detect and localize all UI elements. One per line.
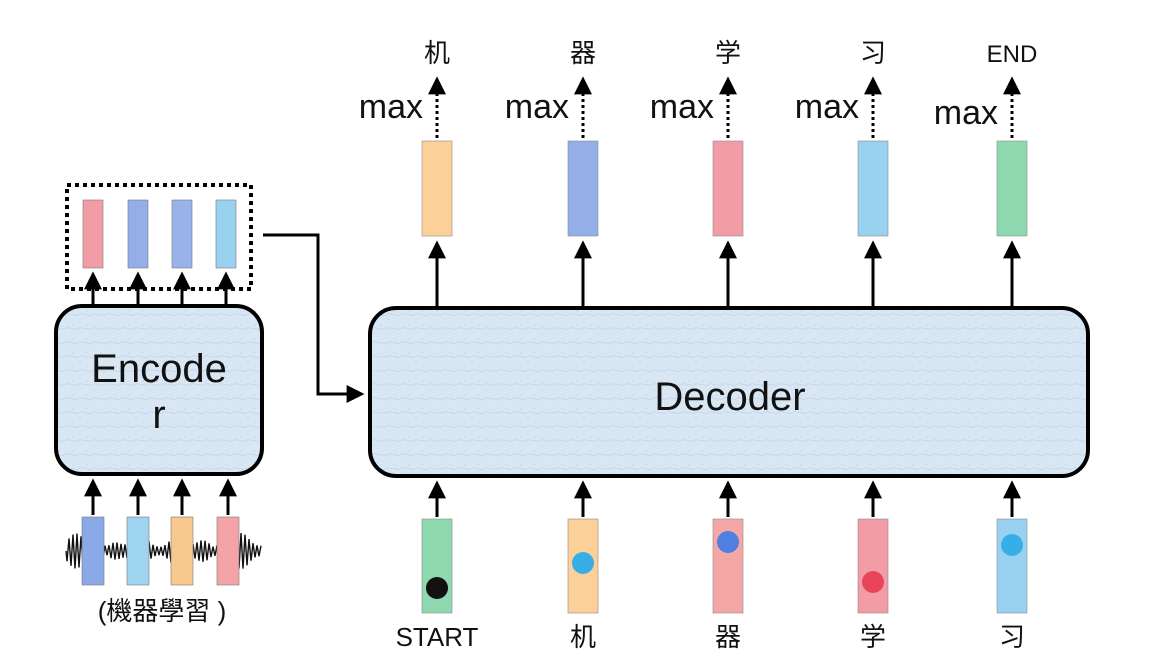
max-label: max: [505, 88, 569, 126]
one-hot-dot: [862, 571, 884, 593]
encoder-label-line1: Encode: [91, 347, 227, 391]
encoder-input-vector: [216, 516, 240, 586]
encoder-input-vectors: [81, 516, 240, 586]
input-token: 器: [715, 622, 741, 652]
encoder-output-vector: [127, 199, 149, 269]
output-token: 器: [570, 38, 596, 68]
input-token: 习: [999, 622, 1025, 652]
decoder-label: Decoder: [654, 375, 805, 419]
output-token: END: [987, 41, 1038, 68]
one-hot-dot: [717, 531, 739, 553]
input-token: 机: [570, 622, 596, 652]
one-hot-dot: [426, 577, 448, 599]
one-hot-dot: [1001, 534, 1023, 556]
encoder-output-frame: [65, 183, 253, 291]
encoder-input-arrows: [84, 478, 237, 515]
encoder-input-vector: [81, 516, 105, 586]
encoder-input-vector: [170, 516, 194, 586]
max-label: max: [359, 88, 423, 126]
encoder-output-arrows: [84, 271, 235, 306]
output-distribution-vector: [567, 140, 599, 237]
one-hot-dot: [572, 552, 594, 574]
output-token: 习: [860, 38, 886, 68]
output-distribution-vector: [712, 140, 744, 237]
encoder-output-vector: [171, 199, 193, 269]
encoder-output-vector: [82, 199, 104, 269]
encoder-output-vectors: [82, 199, 237, 269]
output-distribution-vector: [857, 140, 889, 237]
encoder-to-decoder-connector: [263, 233, 365, 403]
decoder-step: END max 习: [934, 41, 1038, 652]
output-token: 学: [715, 38, 741, 68]
output-token: 机: [424, 38, 450, 68]
max-label: max: [934, 94, 998, 132]
input-one-hot-vector: [996, 518, 1028, 614]
encoder-input-vector: [126, 516, 150, 586]
encoder-box: [54, 304, 264, 476]
encoder-label-line2: r: [152, 393, 165, 437]
max-label: max: [795, 88, 859, 126]
encoder-output-vector: [215, 199, 237, 269]
max-label: max: [650, 88, 714, 126]
input-one-hot-vector: [857, 518, 889, 614]
output-distribution-vector: [996, 140, 1028, 237]
input-token: 学: [860, 622, 886, 652]
encoder-input-caption: (機器學習 ): [98, 596, 227, 626]
output-distribution-vector: [421, 140, 453, 237]
input-token: START: [396, 622, 479, 652]
